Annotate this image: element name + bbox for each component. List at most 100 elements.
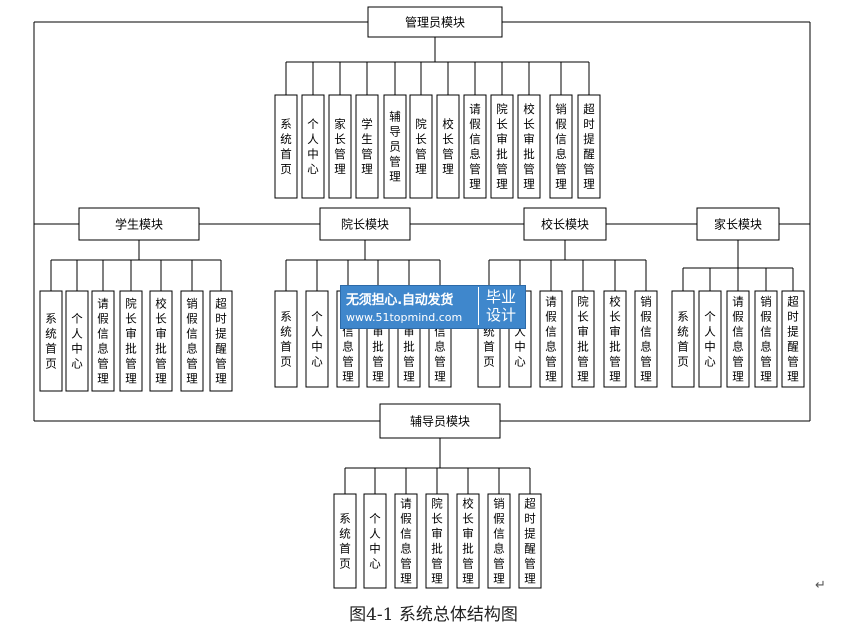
- function-box: 超时提醒管理: [518, 493, 542, 589]
- function-box: 校长审批管理: [517, 94, 541, 199]
- function-box-label: 请假信息管理: [469, 102, 481, 191]
- function-box-frame: [355, 94, 379, 199]
- function-box-label: 超时提醒管理: [583, 102, 595, 191]
- function-box-frame: [180, 290, 204, 392]
- function-box-frame: [781, 290, 805, 388]
- function-box-label: 辅导员管理: [389, 109, 401, 183]
- function-box-frame: [149, 290, 173, 392]
- function-box-label: 销假信息管理: [760, 294, 772, 383]
- function-box-label: 校长审批管理: [523, 102, 535, 191]
- function-box-frame: [409, 94, 433, 199]
- counselor-module-box: 辅导员模块: [379, 403, 501, 439]
- function-box-frame: [209, 290, 233, 392]
- function-box: 校长审批管理: [149, 290, 173, 392]
- function-box: 请假信息管理: [539, 290, 563, 388]
- function-box-frame: [726, 290, 750, 388]
- function-box: 个人中心: [305, 290, 329, 388]
- function-box-frame: [333, 493, 357, 589]
- function-box: 系统首页: [333, 493, 357, 589]
- function-box-frame: [394, 493, 418, 589]
- function-box-label: 超时提醒管理: [215, 296, 227, 385]
- function-box-label: 系统首页: [45, 311, 57, 370]
- function-box: 销假信息管理: [549, 94, 573, 199]
- function-box-label: 院长审批管理: [577, 294, 589, 383]
- function-box: 销假信息管理: [754, 290, 778, 388]
- function-box-frame: [549, 94, 573, 199]
- function-box-frame: [571, 290, 595, 388]
- function-box: 销假信息管理: [180, 290, 204, 392]
- function-box: 个人中心: [698, 290, 722, 388]
- function-box: 超时提醒管理: [577, 94, 601, 199]
- function-box: 院长审批管理: [490, 94, 514, 199]
- function-box-frame: [577, 94, 601, 199]
- function-box-frame: [487, 493, 511, 589]
- dean-module-box-frame: [319, 207, 411, 241]
- function-box-frame: [363, 493, 387, 589]
- function-box-label: 校长审批管理: [609, 294, 621, 383]
- function-box: 校长审批管理: [456, 493, 480, 589]
- function-box: 院长管理: [409, 94, 433, 199]
- function-box-label: 请假信息管理: [545, 294, 557, 383]
- function-box: 请假信息管理: [394, 493, 418, 589]
- function-box-label: 院长审批管理: [125, 296, 137, 385]
- function-box-label: 系统首页: [280, 309, 292, 368]
- student-module-box-label: 学生模块: [115, 217, 163, 232]
- function-box: 院长审批管理: [119, 290, 143, 392]
- function-box: 校长管理: [436, 94, 460, 199]
- function-box-frame: [518, 493, 542, 589]
- function-box: 系统首页: [274, 94, 298, 199]
- function-box: 家长管理: [328, 94, 352, 199]
- function-box: 学生管理: [355, 94, 379, 199]
- function-box-frame: [39, 290, 63, 392]
- function-box: 超时提醒管理: [209, 290, 233, 392]
- function-box-label: 个人中心: [311, 309, 323, 368]
- function-box-label: 学生管理: [361, 117, 373, 176]
- function-box-frame: [671, 290, 695, 388]
- function-box: 系统首页: [671, 290, 695, 388]
- function-box-label: 院长审批管理: [431, 496, 443, 585]
- watermark-banner: 无须担心.自动发货 www.51topmind.com 毕业 设计: [340, 285, 526, 329]
- parent-module-box-label: 家长模块: [714, 217, 762, 232]
- function-box-frame: [603, 290, 627, 388]
- student-module-box: 学生模块: [78, 207, 200, 241]
- function-box-frame: [274, 94, 298, 199]
- function-box: 个人中心: [363, 493, 387, 589]
- function-box: 系统首页: [39, 290, 63, 392]
- counselor-module-box-label: 辅导员模块: [410, 415, 470, 429]
- function-box: 院长审批管理: [425, 493, 449, 589]
- principal-module-box: 校长模块: [523, 207, 607, 241]
- watermark-slogan: 无须担心.自动发货: [346, 293, 454, 308]
- function-box-label: 个人中心: [71, 311, 83, 370]
- function-box-frame: [517, 94, 541, 199]
- function-box: 院长审批管理: [571, 290, 595, 388]
- function-box: 个人中心: [65, 290, 89, 392]
- function-box-label: 校长审批管理: [155, 296, 167, 385]
- function-box-frame: [425, 493, 449, 589]
- function-box-label: 超时提醒管理: [787, 294, 799, 383]
- function-box-frame: [634, 290, 658, 388]
- function-box-frame: [274, 290, 298, 388]
- dean-module-box-label: 院长模块: [341, 218, 389, 232]
- function-box: 请假信息管理: [726, 290, 750, 388]
- function-box: 销假信息管理: [634, 290, 658, 388]
- function-box-label: 请假信息管理: [400, 496, 412, 585]
- function-box-label: 家长管理: [334, 117, 346, 176]
- watermark-tag-line2: 设计: [485, 306, 516, 324]
- function-box-frame: [456, 493, 480, 589]
- watermark-tag: 毕业 设计: [478, 287, 523, 325]
- function-box-frame: [328, 94, 352, 199]
- function-box-frame: [301, 94, 325, 199]
- function-box: 辅导员管理: [383, 94, 407, 199]
- function-box-label: 系统首页: [280, 117, 292, 176]
- parent-module-box: 家长模块: [696, 207, 780, 241]
- function-box: 超时提醒管理: [781, 290, 805, 388]
- figure-caption: 图4-1 系统总体结构图: [349, 605, 518, 625]
- function-box-frame: [463, 94, 487, 199]
- function-box-frame: [539, 290, 563, 388]
- function-box-label: 超时提醒管理: [524, 496, 536, 585]
- function-box-frame: [305, 290, 329, 388]
- paragraph-mark-icon: ↵: [815, 578, 826, 593]
- function-box-frame: [490, 94, 514, 199]
- function-box-frame: [383, 94, 407, 199]
